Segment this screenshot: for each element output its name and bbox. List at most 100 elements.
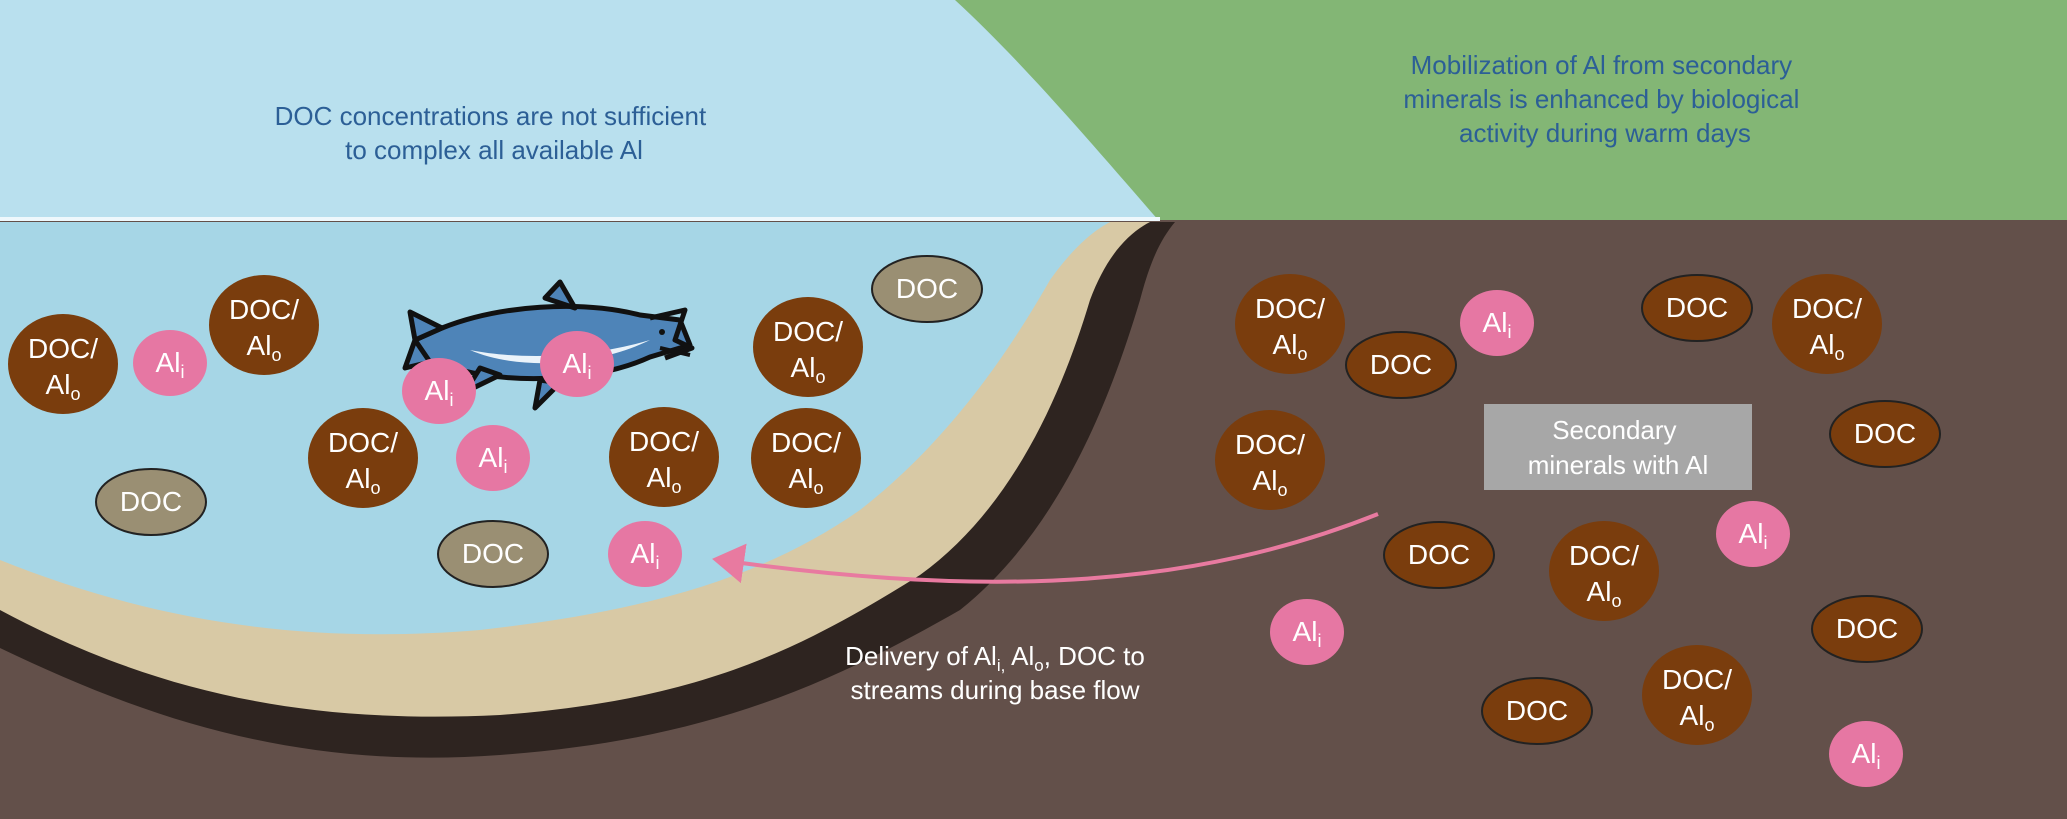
- stream-al-inorganic: Ali: [402, 358, 476, 424]
- stream-doc: DOC: [871, 255, 983, 323]
- doc-label: DOC: [896, 273, 958, 304]
- soil-doc: DOC: [1811, 595, 1923, 663]
- soil-note-line-1: Mobilization of Al from secondary: [1411, 50, 1793, 80]
- soil-doc: DOC: [1641, 274, 1753, 342]
- doc-alo-shape: [209, 275, 319, 375]
- doc-shape: [95, 468, 207, 536]
- doc-slash-label: DOC/: [229, 294, 299, 325]
- doc-label: DOC: [1506, 695, 1568, 726]
- soil-note-line-2: minerals is enhanced by biological: [1403, 84, 1799, 114]
- alo-label: Alo: [1273, 329, 1308, 364]
- doc-alo-shape: [1215, 410, 1325, 510]
- doc-label: DOC: [1836, 613, 1898, 644]
- delivery-caption-line-1: Delivery of Ali, Alo, DOC to: [845, 641, 1145, 675]
- secondary-minerals-line-2: minerals with Al: [1528, 450, 1709, 480]
- doc-alo-shape: [1772, 274, 1882, 374]
- ali-shape: [133, 330, 207, 396]
- alo-label: Alo: [647, 462, 682, 497]
- doc-shape: [437, 520, 549, 588]
- ali-shape: [402, 358, 476, 424]
- doc-alo-shape: [609, 407, 719, 507]
- doc-label: DOC: [120, 486, 182, 517]
- doc-shape: [871, 255, 983, 323]
- soil-al-inorganic: Ali: [1829, 721, 1903, 787]
- doc-alo-shape: [8, 314, 118, 414]
- ali-shape: [1716, 501, 1790, 567]
- ali-label: Ali: [1483, 307, 1512, 342]
- secondary-minerals-label: Secondary minerals with Al: [1528, 415, 1709, 480]
- doc-label: DOC: [462, 538, 524, 569]
- doc-alo-shape: [1235, 274, 1345, 374]
- soil-doc-alo-complex: DOC/Alo: [1642, 645, 1752, 745]
- soil-doc: DOC: [1383, 521, 1495, 589]
- delivery-caption-sub-o: o: [1034, 656, 1043, 675]
- doc-shape: [1481, 677, 1593, 745]
- alo-label: Alo: [1587, 576, 1622, 611]
- stream-note-line-2: to complex all available Al: [345, 135, 643, 165]
- alo-label: Alo: [1680, 700, 1715, 735]
- doc-alo-shape: [751, 408, 861, 508]
- doc-alo-shape: [1642, 645, 1752, 745]
- soil-doc-alo-complex: DOC/Alo: [1549, 521, 1659, 621]
- soil-note-line-3: activity during warm days: [1459, 118, 1751, 148]
- ali-label: Ali: [631, 538, 660, 573]
- soil-doc-alo-complex: DOC/Alo: [1215, 410, 1325, 510]
- ali-label: Ali: [563, 348, 592, 383]
- doc-shape: [1641, 274, 1753, 342]
- doc-shape: [1829, 400, 1941, 468]
- doc-slash-label: DOC/: [1569, 540, 1639, 571]
- doc-label: DOC: [1370, 349, 1432, 380]
- doc-shape: [1811, 595, 1923, 663]
- stream-doc: DOC: [437, 520, 549, 588]
- particles: DOC/AloAliDOC/AloDOCDOC/AloAliAliDOC/Alo…: [8, 255, 1941, 787]
- doc-slash-label: DOC/: [1792, 293, 1862, 324]
- stream-doc-alo-complex: DOC/Alo: [8, 314, 118, 414]
- doc-slash-label: DOC/: [1235, 429, 1305, 460]
- ali-label: Ali: [479, 442, 508, 477]
- doc-label: DOC: [1854, 418, 1916, 449]
- soil-al-inorganic: Ali: [1460, 290, 1534, 356]
- alo-label: Alo: [1810, 329, 1845, 364]
- doc-alo-shape: [308, 408, 418, 508]
- stream-note: DOC concentrations are not sufficient to…: [275, 101, 714, 165]
- stream-doc-alo-complex: DOC/Alo: [209, 275, 319, 375]
- ali-shape: [608, 521, 682, 587]
- delivery-caption-line-2: streams during base flow: [850, 675, 1139, 705]
- stream-doc-alo-complex: DOC/Alo: [308, 408, 418, 508]
- secondary-minerals-rect: [1484, 404, 1752, 490]
- secondary-minerals-box: Secondary minerals with Al: [1484, 404, 1752, 490]
- ali-label: Ali: [1739, 518, 1768, 553]
- soil-al-inorganic: Ali: [1270, 599, 1344, 665]
- ali-label: Ali: [1852, 738, 1881, 773]
- grass: [955, 0, 2067, 222]
- doc-slash-label: DOC/: [28, 333, 98, 364]
- ali-label: Ali: [1293, 616, 1322, 651]
- soil-al-inorganic: Ali: [1716, 501, 1790, 567]
- stream-al-inorganic: Ali: [456, 425, 530, 491]
- ali-shape: [456, 425, 530, 491]
- stream-note-line-1: DOC concentrations are not sufficient: [275, 101, 707, 131]
- delivery-caption-text-c: , DOC to: [1044, 641, 1145, 671]
- soil-doc-alo-complex: DOC/Alo: [1772, 274, 1882, 374]
- alo-label: Alo: [346, 463, 381, 498]
- stream-doc: DOC: [95, 468, 207, 536]
- stream-al-inorganic: Ali: [540, 331, 614, 397]
- alo-label: Alo: [1253, 465, 1288, 500]
- doc-slash-label: DOC/: [328, 427, 398, 458]
- doc-alo-shape: [1549, 521, 1659, 621]
- doc-slash-label: DOC/: [1662, 664, 1732, 695]
- alo-label: Alo: [789, 463, 824, 498]
- ali-shape: [540, 331, 614, 397]
- ali-label: Ali: [156, 347, 185, 382]
- stream-doc-alo-complex: DOC/Alo: [609, 407, 719, 507]
- soil-note: Mobilization of Al from secondary minera…: [1403, 50, 1806, 148]
- ali-shape: [1460, 290, 1534, 356]
- alo-label: Alo: [46, 369, 81, 404]
- delivery-arrow: [712, 512, 1379, 584]
- soil-doc: DOC: [1829, 400, 1941, 468]
- doc-shape: [1383, 521, 1495, 589]
- stream-doc-alo-complex: DOC/Alo: [753, 297, 863, 397]
- ali-label: Ali: [425, 375, 454, 410]
- doc-label: DOC: [1666, 292, 1728, 323]
